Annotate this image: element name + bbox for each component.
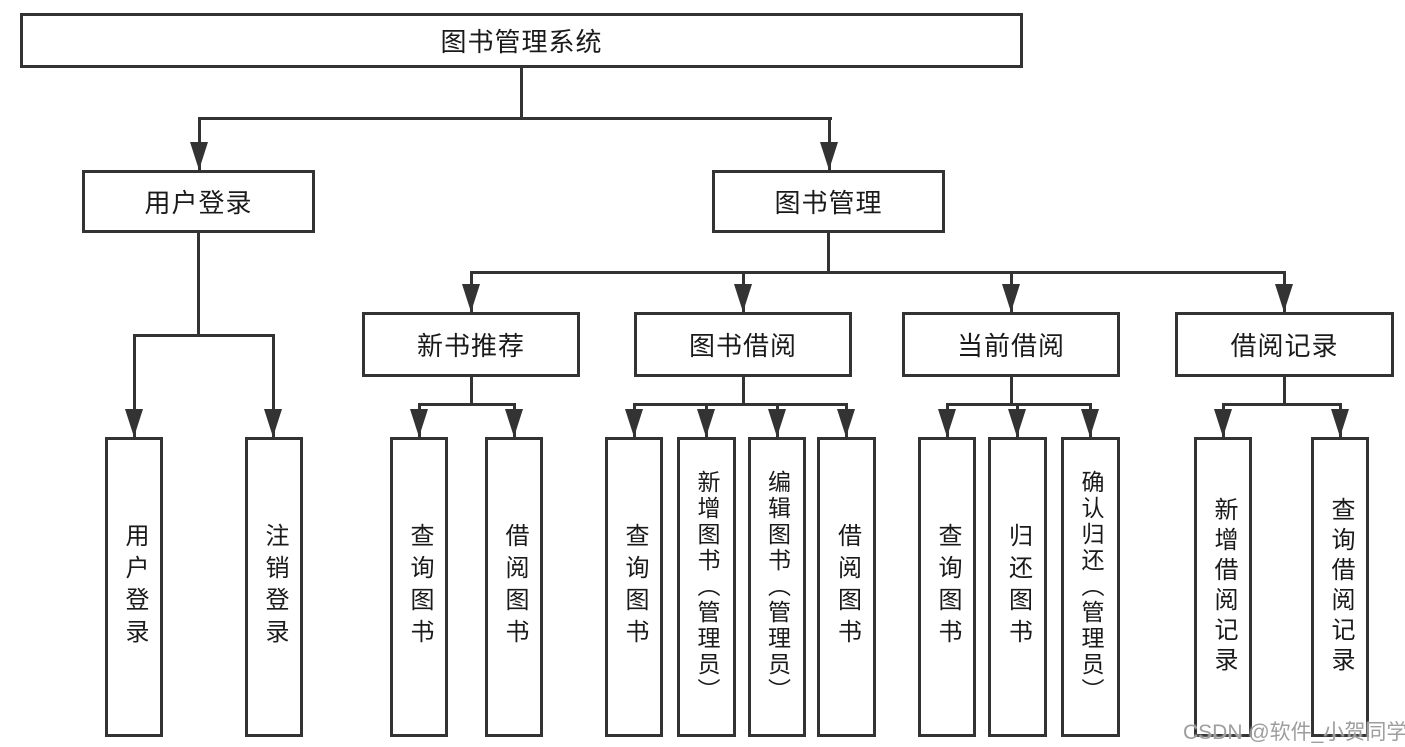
connector-user-login-hline (133, 334, 275, 337)
leaf-edit-books-admin: 编辑图书（管理员） (748, 437, 806, 737)
arrowhead-to-query-books-current (938, 409, 956, 437)
connector-current-borrow-stub (1010, 377, 1013, 406)
leaf-return-books: 归还图书 (988, 437, 1047, 737)
connector-borrow-records-stub (1283, 377, 1286, 406)
node-new-book-rec: 新书推荐 (362, 312, 580, 377)
leaf-borrow-books-op: 借阅图书 (817, 437, 876, 737)
leaf-query-books-current-label: 查询图书 (934, 523, 961, 651)
arrowhead-to-query-borrow-record (1331, 409, 1349, 437)
leaf-query-borrow-record: 查询借阅记录 (1311, 437, 1369, 737)
connector-root-stub (520, 68, 523, 118)
connector-book-borrow-stub (742, 377, 745, 406)
arrowhead-to-edit-books-admin (768, 409, 786, 437)
leaf-add-borrow-record: 新增借阅记录 (1194, 437, 1252, 737)
arrowhead-to-borrow-books-op (837, 409, 855, 437)
node-user-login: 用户登录 (82, 170, 315, 233)
connector-book-borrow-hline (633, 403, 847, 406)
leaf-query-books-current: 查询图书 (918, 437, 976, 737)
node-current-borrow-label: 当前借阅 (956, 331, 1065, 361)
connector-user-login-stub (197, 233, 200, 336)
leaf-borrow-books-op-label: 借阅图书 (833, 523, 861, 651)
connector-root-hline (198, 117, 832, 120)
arrowhead-to-add-borrow-record (1214, 409, 1232, 437)
leaf-add-books-admin: 新增图书（管理员） (677, 437, 736, 737)
node-root-label: 图书管理系统 (440, 27, 603, 57)
leaf-edit-books-admin-label: 编辑图书（管理员） (764, 470, 791, 704)
node-book-borrow-label: 图书借阅 (688, 331, 797, 361)
arrowhead-to-logout-op (264, 409, 282, 437)
leaf-add-borrow-record-label: 新增借阅记录 (1210, 497, 1237, 677)
leaf-query-books-rec: 查询图书 (390, 437, 448, 737)
connector-to-logout-op-stem (272, 334, 275, 437)
arrowhead-to-borrow-records (1275, 284, 1293, 312)
connector-current-borrow-hline (946, 403, 1092, 406)
connector-borrow-records-hline (1222, 403, 1342, 406)
node-book-mgmt-label: 图书管理 (774, 188, 883, 218)
leaf-confirm-return-admin: 确认归还（管理员） (1061, 437, 1120, 737)
leaf-borrow-books-rec: 借阅图书 (485, 437, 543, 737)
node-borrow-records: 借阅记录 (1175, 312, 1394, 377)
arrowhead-to-user-login (190, 142, 208, 170)
arrowhead-to-add-books-admin (697, 409, 715, 437)
leaf-add-books-admin-label: 新增图书（管理员） (694, 470, 720, 704)
leaf-query-books-rec-label: 查询图书 (406, 523, 433, 651)
arrowhead-to-current-borrow (1002, 284, 1020, 312)
node-root: 图书管理系统 (20, 13, 1023, 68)
arrowhead-to-book-mgmt (820, 142, 838, 170)
csdn-watermark: CSDN @软件_小贺同学 (1183, 721, 1405, 744)
leaf-borrow-books-rec-label: 借阅图书 (501, 523, 528, 651)
node-borrow-records-label: 借阅记录 (1230, 331, 1339, 361)
node-new-book-rec-label: 新书推荐 (416, 331, 525, 361)
node-book-mgmt: 图书管理 (712, 170, 945, 233)
connector-book-mgmt-hline (470, 271, 1286, 274)
leaf-query-borrow-record-label: 查询借阅记录 (1327, 497, 1354, 677)
arrowhead-to-book-borrow (734, 284, 752, 312)
arrowhead-to-user-login-op (125, 409, 143, 437)
leaf-logout-op-label: 注销登录 (261, 523, 288, 651)
arrowhead-to-return-books (1008, 409, 1026, 437)
arrowhead-to-query-books-borrow (625, 409, 643, 437)
leaf-logout-op: 注销登录 (245, 437, 303, 737)
leaf-query-books-borrow-label: 查询图书 (621, 523, 648, 651)
node-user-login-label: 用户登录 (144, 188, 253, 218)
leaf-query-books-borrow: 查询图书 (605, 437, 663, 737)
connector-to-user-login-op-stem (133, 334, 136, 437)
arrowhead-to-query-books-rec (410, 409, 428, 437)
leaf-user-login-op-label: 用户登录 (121, 523, 148, 651)
leaf-confirm-return-admin-label: 确认归还（管理员） (1078, 470, 1104, 704)
connector-new-book-rec-stub (470, 377, 473, 406)
node-current-borrow: 当前借阅 (902, 312, 1120, 377)
node-book-borrow: 图书借阅 (634, 312, 852, 377)
arrowhead-to-borrow-books-rec (505, 409, 523, 437)
connector-book-mgmt-stub (827, 233, 830, 274)
leaf-user-login-op: 用户登录 (105, 437, 163, 737)
connector-new-book-rec-hline (418, 403, 516, 406)
leaf-return-books-label: 归还图书 (1004, 523, 1032, 651)
arrowhead-to-confirm-return-admin (1081, 409, 1099, 437)
arrowhead-to-new-book-rec (462, 284, 480, 312)
